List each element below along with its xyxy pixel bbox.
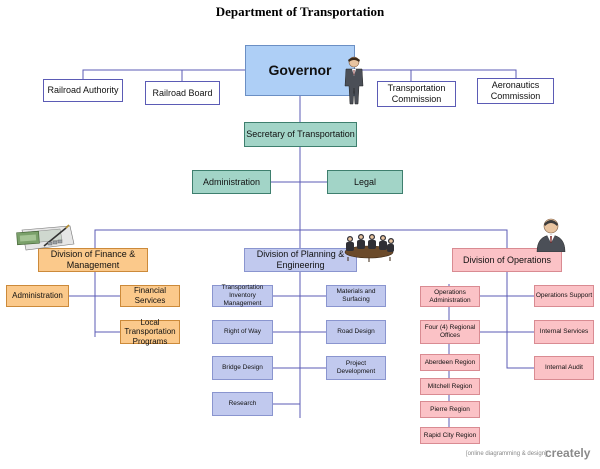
meeting-icon (344, 234, 394, 262)
manager-icon (536, 218, 566, 252)
planning-division-node[interactable]: Division of Planning & Engineering (244, 248, 357, 272)
transportation-commission-node[interactable]: Transportation Commission (377, 81, 456, 107)
inventory-management-node[interactable]: Transportation Inventory Management (212, 284, 273, 307)
aberdeen-region-node[interactable]: Aberdeen Region (420, 354, 480, 371)
finance-documents-icon (16, 224, 75, 251)
watermark-tagline: [online diagramming & design] (466, 451, 547, 457)
bridge-design-node[interactable]: Bridge Design (212, 356, 273, 380)
operations-support-node[interactable]: Operations Support (534, 285, 594, 307)
local-transportation-programs-node[interactable]: Local Transportation Programs (120, 318, 180, 346)
research-node[interactable]: Research (212, 392, 273, 416)
road-design-node[interactable]: Road Design (326, 320, 386, 344)
internal-audit-node[interactable]: Internal Audit (534, 356, 594, 380)
railroad-board-node[interactable]: Railroad Board (145, 81, 220, 105)
legal-node[interactable]: Legal (327, 170, 403, 194)
businessman-icon (344, 56, 364, 105)
internal-services-node[interactable]: Internal Services (534, 320, 594, 344)
financial-services-node[interactable]: Financial Services (120, 285, 180, 307)
governor-node[interactable]: Governor (245, 45, 355, 96)
creately-logo: creately (545, 446, 591, 460)
pierre-region-node[interactable]: Pierre Region (420, 401, 480, 418)
right-of-way-node[interactable]: Right of Way (212, 320, 273, 344)
regional-offices-node[interactable]: Four (4) Regional Offices (420, 320, 480, 344)
finance-administration-node[interactable]: Administration (6, 285, 69, 307)
rapid-city-region-node[interactable]: Rapid City Region (420, 427, 480, 444)
finance-division-node[interactable]: Division of Finance & Management (38, 248, 148, 272)
project-development-node[interactable]: Project Development (326, 356, 386, 380)
operations-administration-node[interactable]: Operations Administration (420, 286, 480, 307)
railroad-authority-node[interactable]: Railroad Authority (43, 79, 123, 102)
chart-title: Department of Transportation (215, 4, 385, 19)
aeronautics-commission-node[interactable]: Aeronautics Commission (477, 78, 554, 104)
mitchell-region-node[interactable]: Mitchell Region (420, 378, 480, 395)
materials-surfacing-node[interactable]: Materials and Surfacing (326, 285, 386, 307)
secretary-node[interactable]: Secretary of Transportation (244, 122, 357, 147)
administration-node[interactable]: Administration (192, 170, 271, 194)
operations-division-node[interactable]: Division of Operations (452, 248, 562, 272)
